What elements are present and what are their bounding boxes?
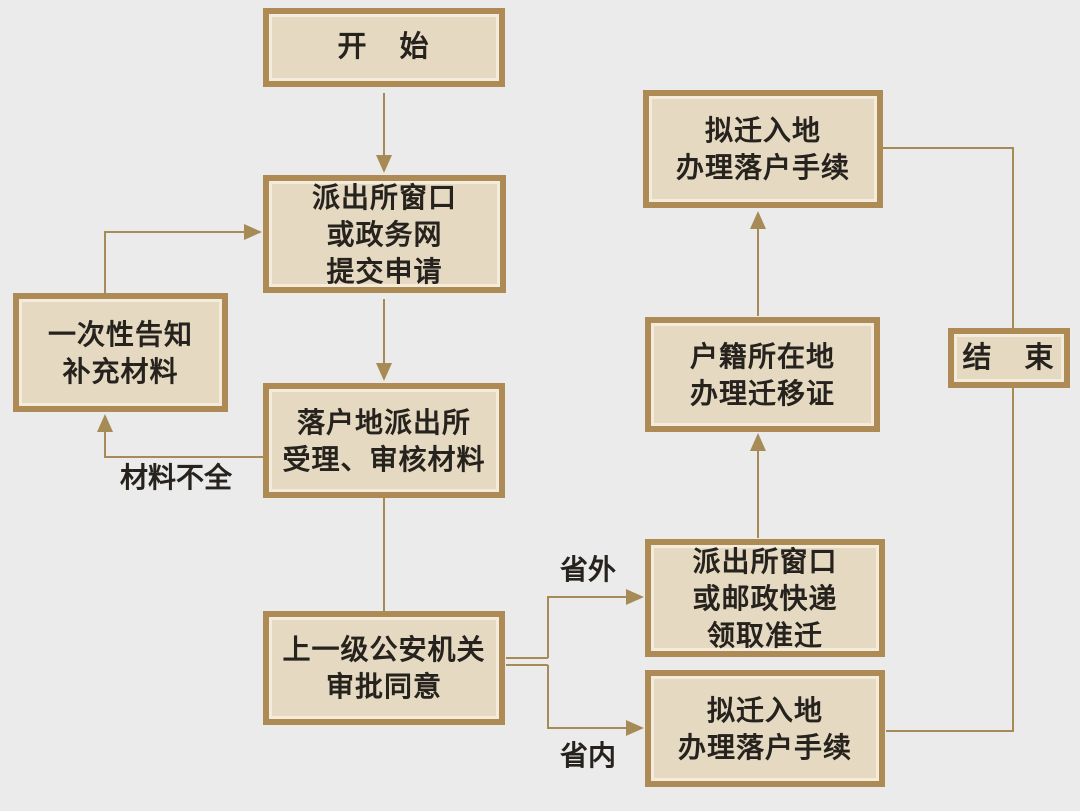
arrow-notify-to-submit <box>104 224 262 293</box>
node-end-label: 结 束 <box>962 341 1056 374</box>
node-label-line: 拟迁入地 <box>706 694 823 726</box>
arrow-submit-to-review <box>376 299 392 381</box>
node-settle-out-province: 拟迁入地 办理落户手续 <box>643 90 883 208</box>
node-end: 结 束 <box>948 328 1070 388</box>
node-label-line: 提交申请 <box>326 255 443 287</box>
node-approval: 上一级公安机关 审批同意 <box>263 611 505 725</box>
node-review-materials: 落户地派出所 受理、审核材料 <box>263 383 505 498</box>
line-approve-branch-stub <box>506 657 548 666</box>
node-label-line: 审批同意 <box>325 671 442 702</box>
node-start: 开 始 <box>263 8 505 87</box>
node-label-line: 派出所窗口 <box>311 181 457 213</box>
edge-label-out-of-province: 省外 <box>559 554 616 585</box>
arrow-start-to-submit <box>376 93 392 173</box>
node-label-line: 拟迁入地 <box>704 115 821 146</box>
arrow-migration-to-settle-out <box>750 211 766 316</box>
node-submit-application: 派出所窗口 或政务网 提交申请 <box>263 175 506 293</box>
node-label-line: 户籍所在地 <box>689 340 835 372</box>
node-label-line: 领取准迁 <box>706 619 823 651</box>
arrow-approve-to-collect <box>547 589 644 658</box>
edge-label-in-province: 省内 <box>559 740 616 771</box>
arrow-collect-to-migration <box>750 433 766 538</box>
node-migration-certificate: 户籍所在地 办理迁移证 <box>645 317 880 432</box>
node-label-line: 或邮政快递 <box>692 582 838 614</box>
line-settle-to-end <box>883 147 1014 732</box>
node-label-line: 一次性告知 <box>47 318 193 350</box>
node-label-line: 或政务网 <box>326 218 443 250</box>
node-collect-permit: 派出所窗口 或邮政快递 领取准迁 <box>645 539 885 657</box>
node-label-line: 派出所窗口 <box>692 545 838 577</box>
edge-label-materials-incomplete: 材料不全 <box>119 462 232 493</box>
node-start-label: 开 始 <box>337 31 431 63</box>
node-label-line: 受理、审核材料 <box>282 443 486 475</box>
node-label-line: 落户地派出所 <box>296 406 471 438</box>
arrow-approve-to-settle-in <box>547 665 644 736</box>
node-settle-in-province: 拟迁入地 办理落户手续 <box>645 670 885 787</box>
node-label-line: 办理落户手续 <box>675 152 850 183</box>
node-label-line: 办理迁移证 <box>689 377 835 409</box>
node-label-line: 上一级公安机关 <box>282 634 486 665</box>
arrow-review-to-notify <box>97 414 263 458</box>
node-one-time-notification: 一次性告知 补充材料 <box>13 293 228 412</box>
node-label-line: 补充材料 <box>62 355 179 387</box>
node-label-line: 办理落户手续 <box>677 731 852 763</box>
